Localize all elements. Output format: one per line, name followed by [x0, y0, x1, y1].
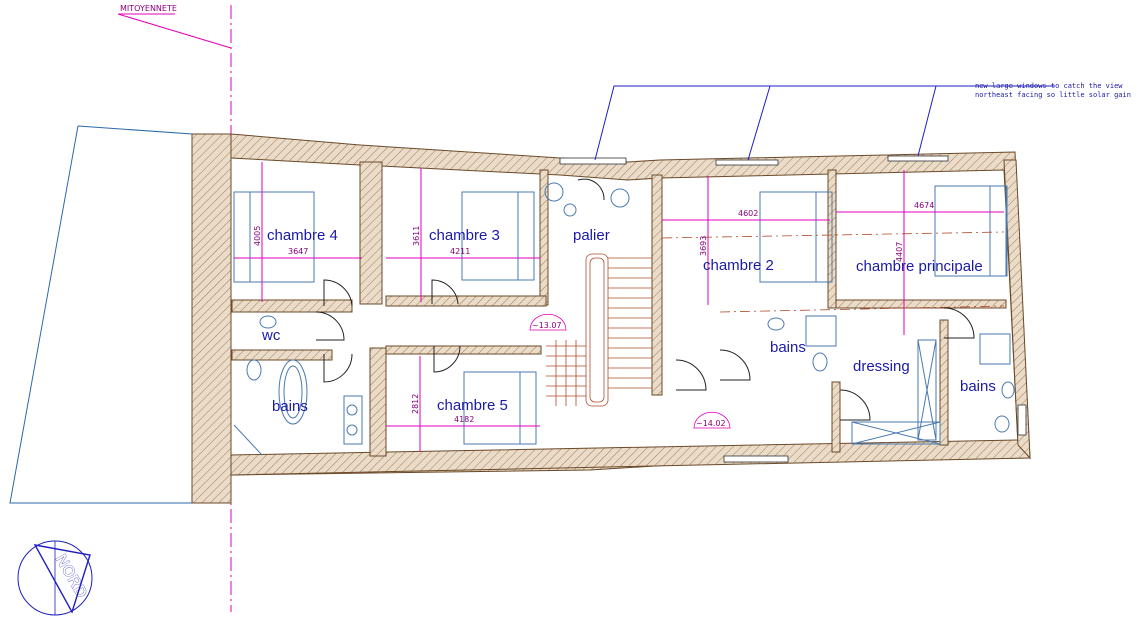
landing-furniture: [544, 178, 630, 217]
doors: [315, 279, 975, 421]
room-bains-center: bains: [770, 339, 806, 356]
window-note-line1: new large windows to catch the view: [975, 82, 1123, 90]
level-text-2: ~14.02: [696, 419, 726, 428]
beds: [233, 185, 1008, 445]
room-chambre-3: chambre 3: [429, 227, 500, 244]
room-wc: wc: [261, 327, 281, 344]
room-chambre-4: chambre 4: [267, 227, 338, 244]
room-bains-right: bains: [960, 378, 996, 395]
dim-c4-height: 4005: [253, 226, 262, 246]
level-text-1: ~13.07: [532, 321, 562, 330]
dim-c3-height: 3611: [412, 226, 421, 246]
dim-c2-height: 3693: [699, 236, 708, 256]
dim-c5-width: 4182: [454, 415, 474, 424]
dim-c5-height: 2812: [411, 394, 420, 414]
room-chambre-2: chambre 2: [703, 257, 774, 274]
dim-c4-width: 3647: [288, 247, 308, 256]
windows: [559, 155, 1027, 463]
north-arrow: NORD: [17, 540, 93, 616]
room-palier: palier: [573, 227, 610, 244]
nord-label: NORD: [52, 552, 90, 601]
dim-c2-width: 4602: [738, 209, 758, 218]
dim-c3-width: 4211: [450, 247, 470, 256]
room-bains-left: bains: [272, 398, 308, 415]
party-wall-axis: MITOYENNETE: [117, 4, 232, 612]
staircase: [546, 253, 652, 407]
mitoyennete-label: MITOYENNETE: [120, 4, 177, 13]
level-marker-1: ~13.07: [529, 313, 567, 331]
room-dressing: dressing: [853, 358, 910, 375]
window-note-line2: northeast facing so little solar gain: [975, 91, 1131, 99]
dimension-lines: [234, 162, 1005, 452]
bathroom-fixtures: [233, 315, 1015, 456]
neighbour-outline: [9, 125, 193, 504]
dim-cp-height: 4407: [895, 242, 904, 262]
level-marker-2: ~14.02: [693, 411, 731, 429]
window-note-leaders: [594, 85, 1055, 161]
dim-cp-width: 4674: [914, 201, 934, 210]
room-chambre-5: chambre 5: [437, 397, 508, 414]
room-chambre-principale: chambre principale: [856, 258, 983, 275]
